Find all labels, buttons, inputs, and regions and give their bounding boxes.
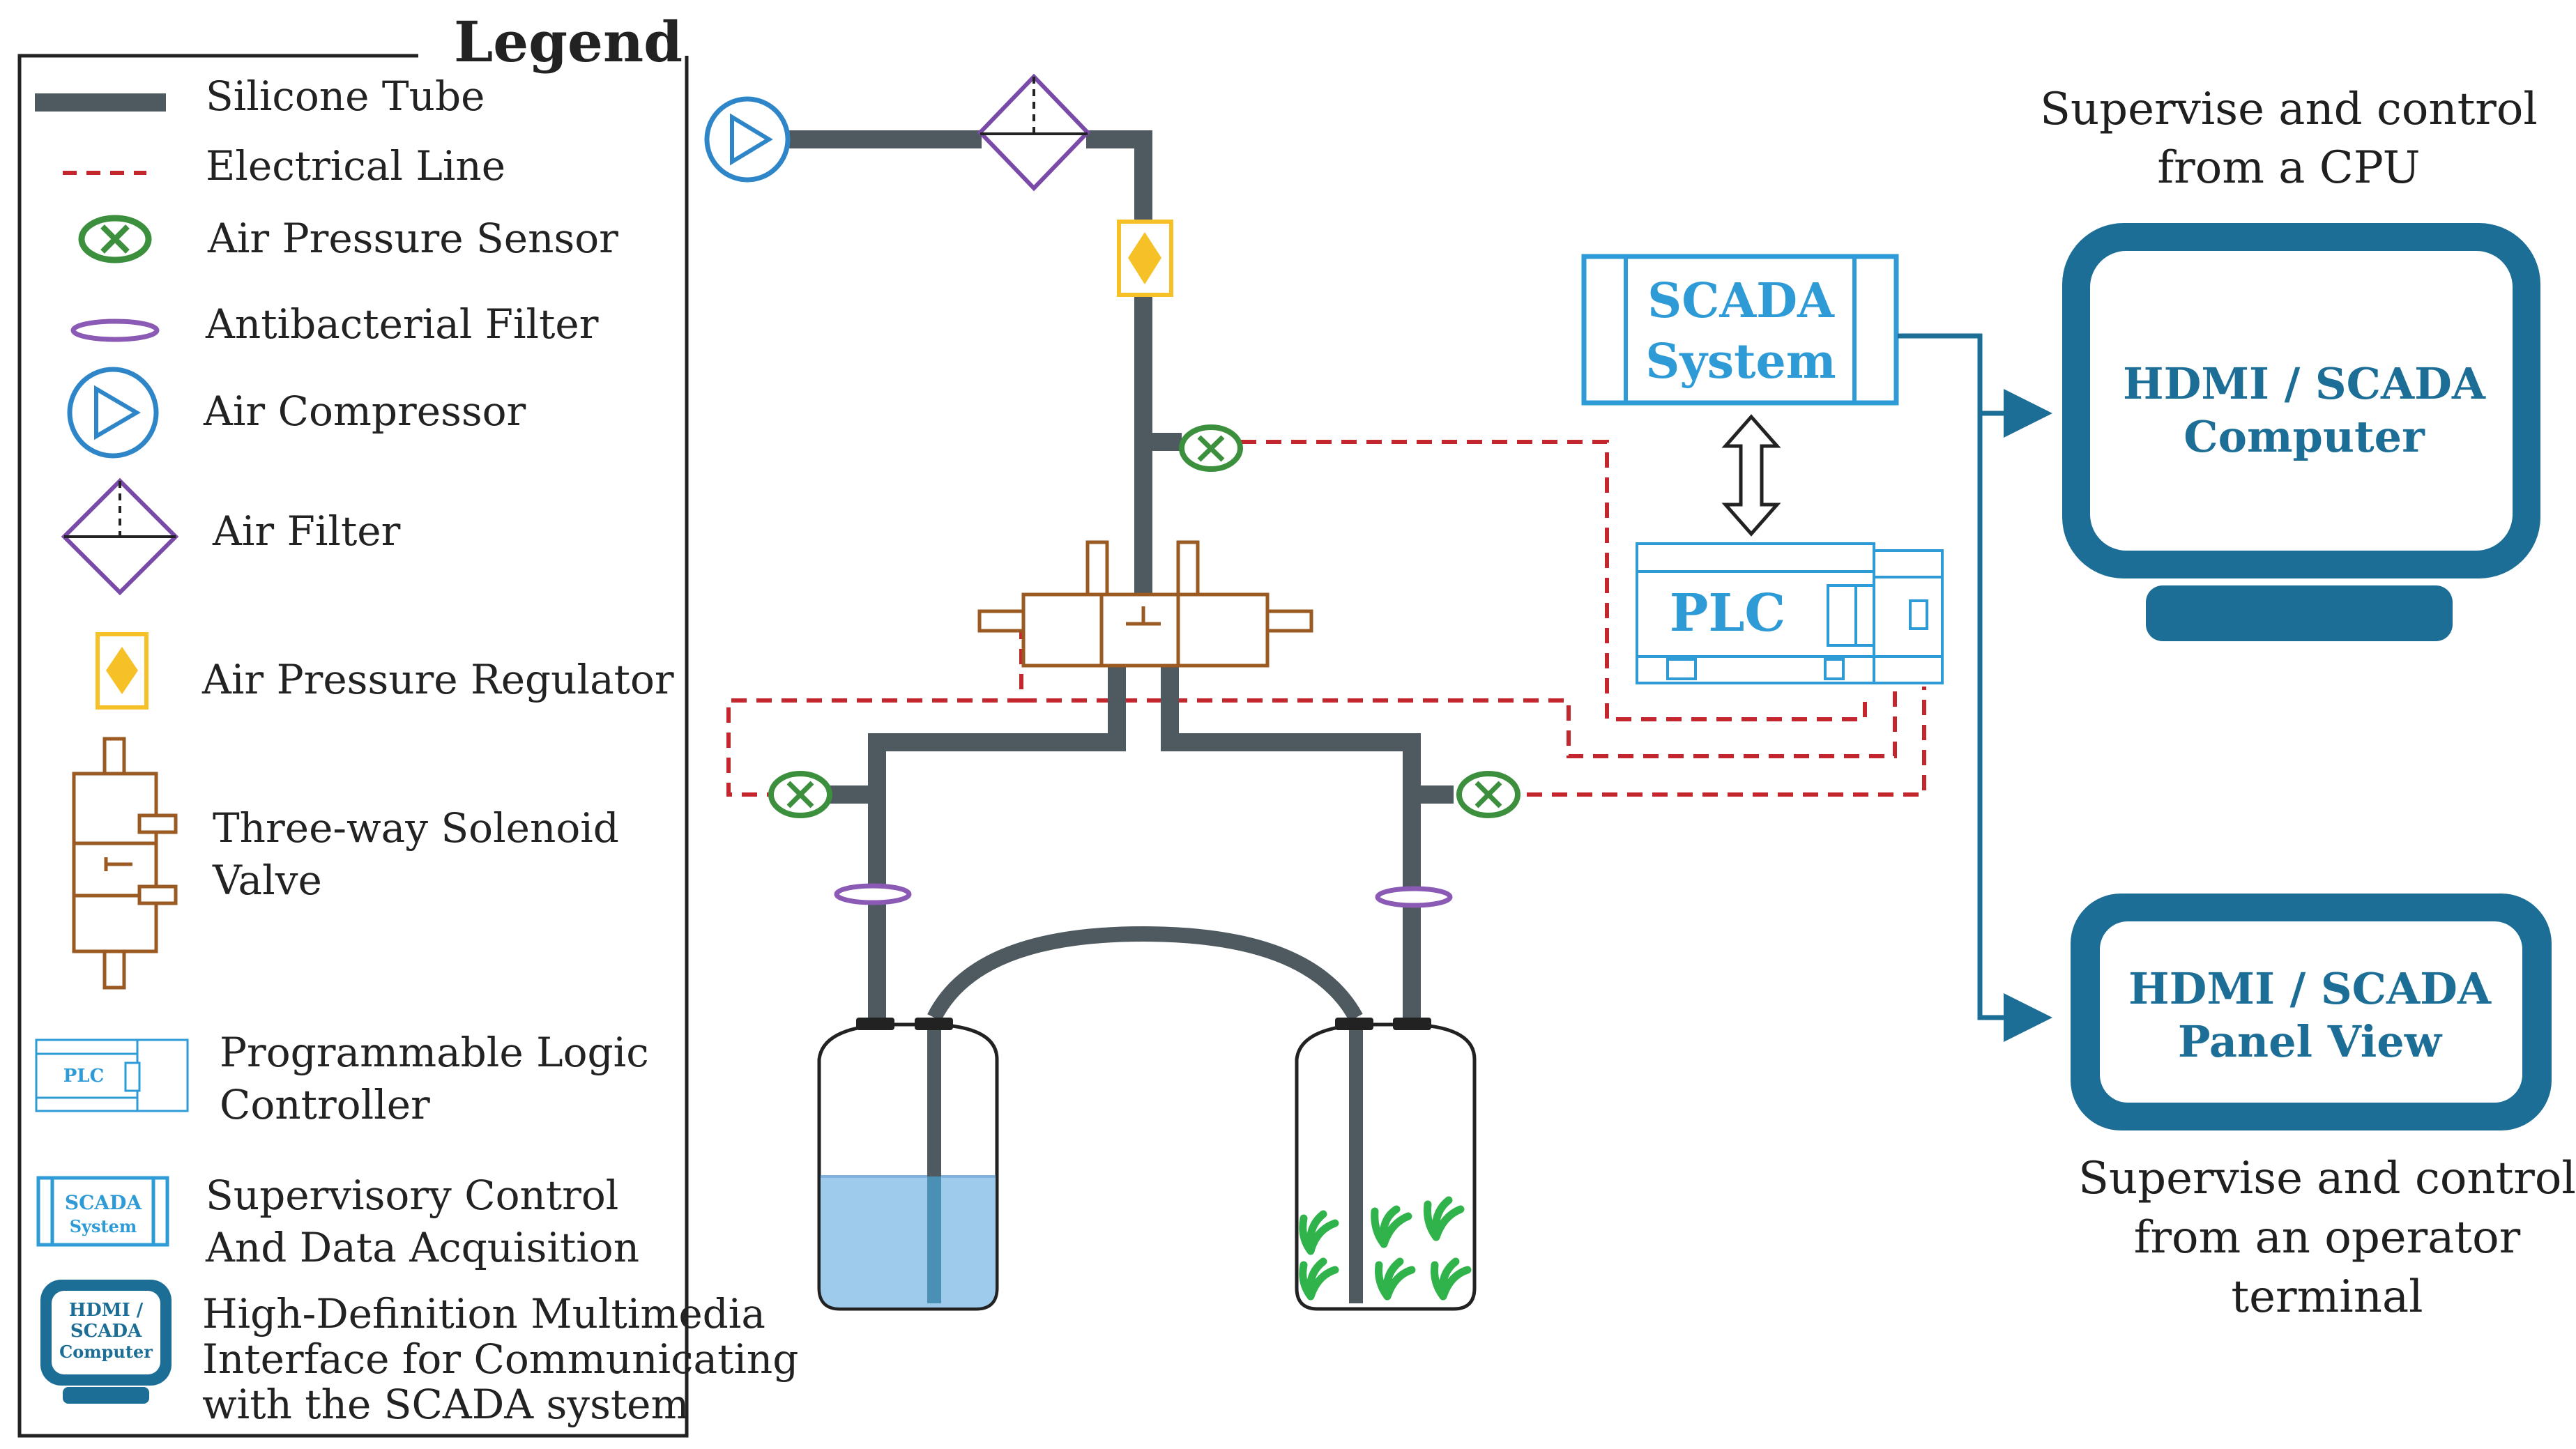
legend-label: Three-way Solenoid <box>213 804 619 852</box>
air-pressure-regulator-icon <box>96 632 148 710</box>
legend-label: High-Definition Multimedia <box>202 1290 765 1337</box>
legend-item-electrical-line: Electrical Line <box>63 142 505 190</box>
electrical-line-mid <box>1021 687 1897 758</box>
scada-system: SCADA System <box>1581 254 1899 406</box>
silicone-tube-icon <box>35 93 166 112</box>
panel-caption: from an operator <box>2134 1212 2521 1264</box>
antibacterial-filter-right <box>1375 886 1453 908</box>
antibacterial-filter-icon <box>70 319 160 342</box>
air-filter <box>977 73 1091 192</box>
bottle-plants <box>1295 1018 1477 1311</box>
plants-icon <box>1299 1196 1472 1301</box>
legend-label: Controller <box>220 1081 430 1128</box>
air-compressor-icon <box>67 367 159 459</box>
link-to-panel <box>1977 413 2052 1042</box>
air-pressure-regulator <box>1117 220 1173 297</box>
antibacterial-filter-left <box>834 883 912 905</box>
legend-item-hdmi: HDMI / SCADA Computer High-Definition Mu… <box>40 1280 798 1428</box>
legend-label: Supervisory Control <box>206 1172 618 1219</box>
hdmi-scada-computer: Supervise and control from a CPU HDMI / … <box>2040 84 2540 641</box>
legend-title: Legend <box>454 9 683 75</box>
legend-label: And Data Acquisition <box>205 1224 639 1271</box>
panel-screen-label: Panel View <box>2178 1016 2443 1067</box>
plc-icon-label: PLC <box>63 1066 105 1087</box>
water-fill <box>821 1176 996 1308</box>
plc-icon <box>35 1038 189 1112</box>
computer-caption: Supervise and control <box>2040 84 2538 135</box>
legend-item-air-pressure-regulator: Air Pressure Regulator <box>96 632 674 710</box>
legend-border <box>17 54 689 1438</box>
panel-caption: terminal <box>2231 1271 2423 1323</box>
legend-item-plc: PLC Programmable Logic Controller <box>35 1029 649 1128</box>
air-pressure-sensor-top <box>1179 424 1243 472</box>
legend-label: Valve <box>212 857 322 904</box>
air-compressor <box>704 96 791 183</box>
hdmi-computer-icon <box>40 1280 172 1404</box>
scada-icon-label: SCADA <box>65 1191 143 1214</box>
air-pressure-sensor-left <box>768 771 832 818</box>
air-pressure-sensor-right <box>1456 771 1521 818</box>
legend-label: with the SCADA system <box>202 1381 689 1428</box>
legend-item-air-pressure-sensor: Air Pressure Sensor <box>78 215 618 263</box>
legend: Legend Silicone Tube Electrical Line Air… <box>17 9 798 1438</box>
scada-system-label: System <box>1645 334 1836 390</box>
legend-label: Air Pressure Sensor <box>207 215 618 262</box>
legend-item-scada: SCADA System Supervisory Control And Dat… <box>36 1172 639 1271</box>
air-pressure-sensor-icon <box>78 215 152 263</box>
hdmi-icon-label: SCADA <box>70 1321 142 1342</box>
computer-caption: from a CPU <box>2157 142 2420 194</box>
hdmi-icon-label: Computer <box>59 1342 153 1362</box>
legend-label: Silicone Tube <box>206 72 485 120</box>
plc-label: PLC <box>1670 583 1786 643</box>
computer-screen-label: Computer <box>2183 411 2425 462</box>
silicone-tubes <box>788 130 1454 1038</box>
regulator-icon <box>1128 232 1161 284</box>
tube-bridge <box>927 926 1363 1022</box>
legend-label: Air Pressure Regulator <box>201 656 674 703</box>
link-to-computer <box>1898 333 2052 438</box>
legend-label: Interface for Communicating <box>202 1335 798 1383</box>
legend-label: Electrical Line <box>206 142 505 190</box>
legend-item-air-compressor: Air Compressor <box>67 367 526 459</box>
air-compressor-icon <box>730 113 773 166</box>
tube-left-branch <box>868 666 1126 1038</box>
plc <box>1636 542 1944 684</box>
panel-caption: Supervise and control <box>2078 1153 2576 1204</box>
panel-screen-label: HDMI / SCADA <box>2128 963 2492 1014</box>
tube-right-branch <box>1161 666 1421 1038</box>
legend-item-solenoid-valve: Three-way Solenoid Valve <box>72 737 619 990</box>
legend-label: Air Filter <box>212 507 401 555</box>
scada-icon <box>36 1176 169 1247</box>
scada-plc-link-arrow <box>1721 414 1781 537</box>
computer-screen-label: HDMI / SCADA <box>2123 358 2486 409</box>
tube-filter-to-valve <box>1086 130 1152 603</box>
legend-label: Antibacterial Filter <box>205 300 599 348</box>
electrical-line-top-sensor <box>1241 440 1867 721</box>
three-way-solenoid-valve <box>977 540 1313 668</box>
scada-system-label: SCADA <box>1647 273 1835 329</box>
legend-label: Programmable Logic <box>220 1029 649 1076</box>
legend-label: Air Compressor <box>203 388 526 435</box>
electrical-line-valve <box>726 624 1023 797</box>
electrical-lines <box>726 440 1926 797</box>
hdmi-icon-label: HDMI / <box>69 1300 144 1321</box>
air-filter-icon <box>61 477 179 596</box>
scada-display-links <box>1898 333 2052 1042</box>
legend-item-air-filter: Air Filter <box>61 477 401 596</box>
legend-item-antibacterial-filter: Antibacterial Filter <box>70 300 599 348</box>
hdmi-scada-panel-view: HDMI / SCADA Panel View Supervise and co… <box>2071 894 2576 1323</box>
electrical-line-right-sensor <box>1527 687 1926 797</box>
legend-item-silicone-tube: Silicone Tube <box>35 72 485 120</box>
bottle-water <box>817 1018 999 1311</box>
solenoid-valve-icon <box>72 737 178 990</box>
scada-icon-label: System <box>70 1216 137 1236</box>
